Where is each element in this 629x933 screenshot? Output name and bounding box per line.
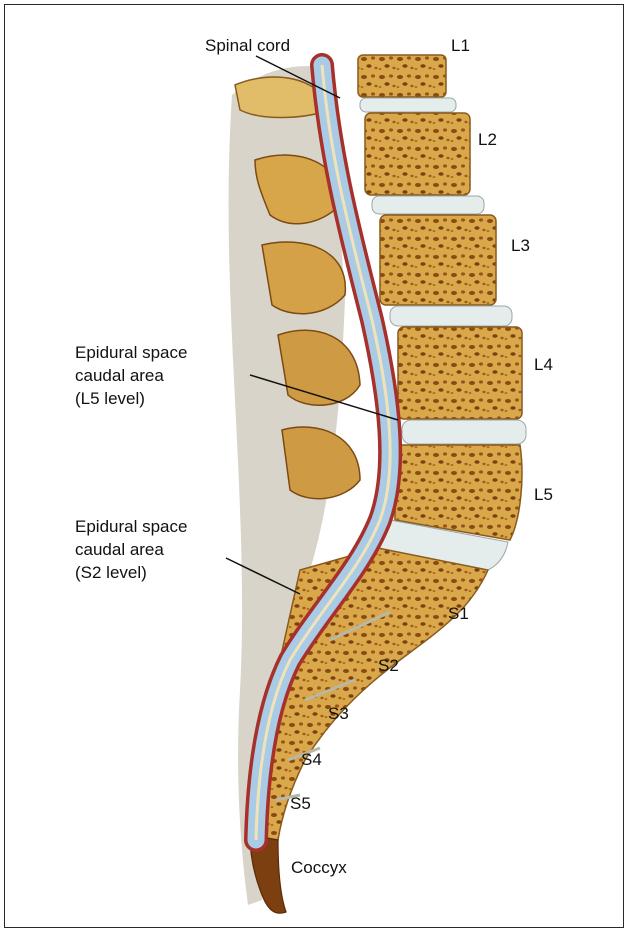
disc-L1-L2 (360, 98, 456, 112)
spinous-process-5 (282, 427, 360, 499)
label-epidural-l5-line3: (L5 level) (75, 389, 145, 409)
label-S4: S4 (301, 750, 322, 770)
label-epidural-s2-line2: caudal area (75, 540, 164, 560)
vertebral-body-L3 (380, 215, 496, 305)
label-epidural-l5-line2: caudal area (75, 366, 164, 386)
label-L5: L5 (534, 485, 553, 505)
label-spinal-cord: Spinal cord (205, 36, 290, 56)
label-L2: L2 (478, 130, 497, 150)
label-S3: S3 (328, 704, 349, 724)
label-epidural-l5-line1: Epidural space (75, 343, 187, 363)
vertebral-body-L4 (398, 327, 522, 419)
label-coccyx: Coccyx (291, 858, 347, 878)
disc-L2-L3 (372, 196, 484, 214)
label-L3: L3 (511, 236, 530, 256)
label-S2: S2 (378, 656, 399, 676)
label-S5: S5 (290, 794, 311, 814)
disc-L4-L5 (402, 420, 526, 444)
vertebral-body-L1 (358, 55, 446, 97)
label-S1: S1 (448, 604, 469, 624)
label-epidural-s2-line3: (S2 level) (75, 563, 147, 583)
disc-L3-L4 (390, 306, 512, 326)
spinous-process-4 (278, 330, 360, 405)
label-epidural-s2-line1: Epidural space (75, 517, 187, 537)
label-L1: L1 (451, 36, 470, 56)
vertebral-body-L2 (365, 113, 470, 195)
label-L4: L4 (534, 355, 553, 375)
